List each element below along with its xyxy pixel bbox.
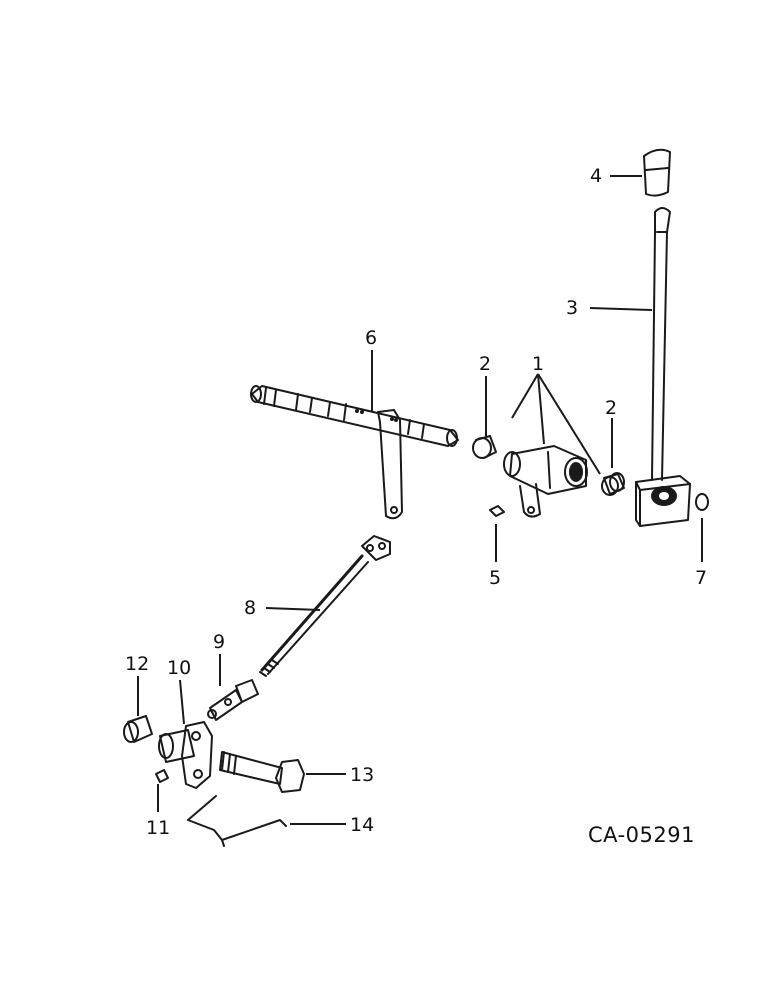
part-9-clevis	[207, 679, 259, 721]
callout-12: 12	[125, 653, 149, 675]
part-1-hub	[503, 445, 588, 518]
part-12-bushing	[123, 715, 153, 743]
callout-14: 14	[350, 814, 374, 836]
callout-11: 11	[146, 817, 170, 839]
part-2-bushing-right	[601, 472, 625, 496]
figure-code: CA-05291	[588, 823, 695, 847]
part-13-bolt	[219, 751, 305, 793]
callout-7: 7	[695, 567, 707, 589]
callout-5: 5	[489, 567, 501, 589]
callout-leaders	[137, 175, 703, 825]
callout-9: 9	[213, 631, 225, 653]
callout-labels: 1 2 2 3 4 5 6 7 8 9 10 11 12 13 14	[125, 165, 707, 839]
part-5-key	[489, 505, 505, 517]
callout-3: 3	[566, 297, 578, 319]
callout-1: 1	[532, 353, 544, 375]
part-7-ring	[695, 493, 709, 511]
callout-2-right: 2	[605, 397, 617, 419]
part-2-bushing-left	[472, 435, 497, 459]
part-3-lever	[635, 207, 691, 527]
callout-4: 4	[590, 165, 602, 187]
part-4-knob	[643, 148, 671, 197]
part-14-lock-pin	[187, 795, 287, 847]
callout-8: 8	[244, 597, 256, 619]
callout-6: 6	[365, 327, 377, 349]
callout-2-left: 2	[479, 353, 491, 375]
part-8-rod	[259, 535, 391, 677]
callout-10: 10	[167, 657, 191, 679]
part-11-pin	[155, 769, 169, 783]
part-6-shaft	[250, 385, 459, 520]
part-10-bellcrank	[158, 721, 213, 789]
callout-13: 13	[350, 764, 374, 786]
